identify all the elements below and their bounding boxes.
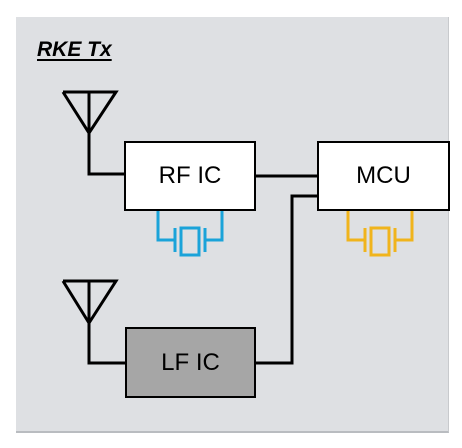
mcu-label: MCU bbox=[356, 162, 411, 189]
lf-ic-block: LF IC bbox=[125, 327, 256, 398]
rf-ic-block: RF IC bbox=[124, 141, 256, 211]
rf-ic-label: RF IC bbox=[158, 162, 222, 189]
rf-antenna-icon bbox=[61, 90, 124, 176]
diagram-title: RKE Tx bbox=[37, 38, 112, 61]
mcu-crystal-icon bbox=[346, 211, 414, 257]
mcu-block: MCU bbox=[317, 141, 450, 211]
rf-crystal-icon bbox=[156, 211, 224, 257]
lf-ic-label: LF IC bbox=[161, 348, 220, 376]
lf-antenna-icon bbox=[61, 279, 125, 365]
lf-mcu-connection bbox=[256, 194, 317, 365]
